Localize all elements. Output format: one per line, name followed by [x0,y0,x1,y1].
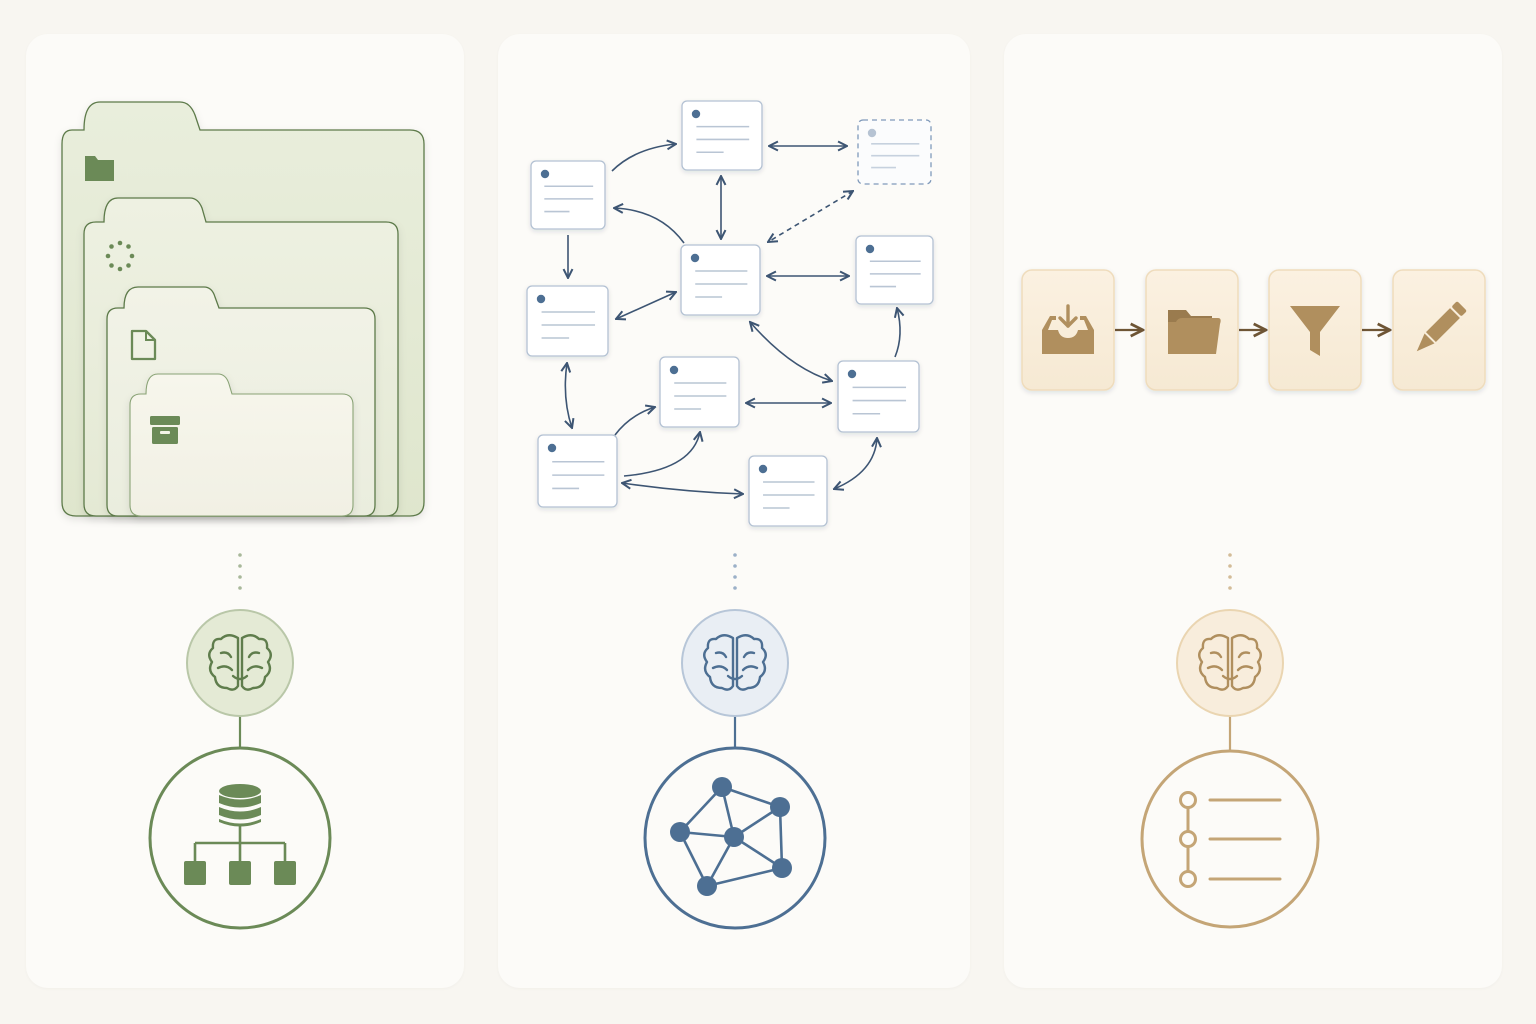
note-dot [669,365,679,375]
network-graph-icon [643,746,827,930]
note-dot [540,169,550,179]
document-icon [130,329,157,361]
note-card [526,285,609,357]
note-card [748,455,828,527]
funnel-filter-icon [1268,269,1362,391]
inbox-download-icon [1021,269,1115,391]
note-card [680,244,761,316]
brain-icon [1176,609,1284,717]
loading-dots-icon [105,240,135,272]
note-dot [847,369,857,379]
note-dot [691,109,701,119]
note-card [855,235,934,305]
note-dot [690,253,700,263]
note-card [681,100,763,171]
note-card [837,360,920,433]
edge [750,322,832,381]
edge [768,191,853,242]
pencil-icon [1392,269,1486,391]
note-dot [865,244,875,254]
timeline-list-icon [1140,749,1320,929]
note-card [537,434,618,508]
graph-nodes [526,100,934,527]
ghost-note-card [857,119,932,185]
brain-icon [186,609,294,717]
note-dot [536,294,546,304]
dotted-connector [733,553,737,590]
archive-box-icon [150,416,180,444]
edge [622,483,743,494]
dotted-connector [1228,553,1232,590]
open-folder-icon [1145,269,1239,391]
nested-folders [61,101,425,517]
edge [565,363,572,428]
note-card [659,356,740,428]
step-flow [1021,269,1486,391]
note-dot [758,464,768,474]
edge [614,208,685,244]
note-dot [867,128,877,138]
edge [616,292,676,319]
edge [895,308,900,358]
edge [611,144,676,172]
folder-smallest [129,373,354,517]
edge [834,438,877,489]
note-card [530,160,606,230]
graph-edges [565,144,900,494]
folder-icon [85,156,114,181]
note-dot [547,443,557,453]
edge [614,407,655,436]
database-hierarchy-icon [148,746,332,930]
edge [623,432,700,477]
brain-icon [681,609,789,717]
dotted-connector [238,553,242,590]
